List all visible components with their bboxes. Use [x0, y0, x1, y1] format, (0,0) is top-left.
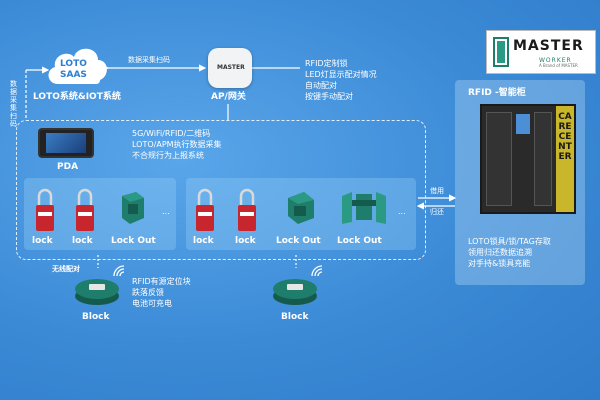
lock-label: lock — [32, 236, 53, 246]
lock-label: lock — [193, 236, 214, 246]
wifi-icon — [113, 265, 125, 277]
cabinet-door — [534, 112, 552, 206]
logo-tagline: A Brand of MASTER — [539, 63, 578, 68]
lockout-device-icon — [122, 192, 144, 224]
cabinet-title: RFID -智能柜 — [468, 88, 526, 98]
logo-name: MASTER — [513, 38, 584, 54]
lockout-device-icon — [288, 192, 314, 224]
cabinet-feature: 对手持&锁具充能 — [468, 259, 531, 268]
system-boundary — [16, 120, 426, 260]
padlock-icon — [76, 188, 94, 231]
logo-sub: WORKER — [539, 57, 572, 64]
gateway-caption: AP/网关 — [211, 92, 246, 102]
cabinet-side-text: CARE CENTER — [558, 112, 572, 162]
pda-feature: LOTO/APM执行数据采集 — [132, 140, 222, 149]
ellipsis: ... — [398, 207, 406, 216]
lock-label: lock — [72, 236, 93, 246]
pda-feature: 5G/WiFi/RFID/二维码 — [132, 129, 211, 138]
pda-feature: 不合规行为上报系统 — [132, 151, 204, 160]
cabinet-feature: LOTO锁具/锁/TAG存取 — [468, 237, 551, 246]
cloud-line1: LOTO — [60, 59, 87, 69]
lockout-label: Lock Out — [111, 236, 156, 246]
padlock-icon — [36, 188, 54, 231]
block-features: RFID有源定位块 跌落反馈 电池可充电 — [132, 276, 191, 309]
brand-logo: MASTER WORKER A Brand of MASTER — [486, 30, 596, 74]
padlock-icon — [238, 188, 256, 231]
pda-device — [38, 128, 94, 158]
arrow-label-return: 归还 — [430, 208, 444, 216]
smart-cabinet: CARE CENTER — [480, 104, 576, 214]
lockout-label: Lock Out — [276, 236, 321, 246]
gateway-feature: LED灯显示配对情况 — [305, 70, 377, 79]
gateway-features: RFID定制锁 LED灯显示配对情况 自动配对 按键手动配对 — [305, 58, 377, 102]
lock-label: lock — [235, 236, 256, 246]
block-device-icon — [75, 279, 119, 305]
cabinet-screen — [516, 114, 530, 134]
cloud-line2: SAAS — [60, 70, 87, 80]
door-logo-icon — [493, 37, 509, 67]
gateway-feature: 自动配对 — [305, 81, 337, 90]
lockout-label: Lock Out — [337, 236, 382, 246]
pda-screen — [46, 133, 86, 153]
block-caption: Block — [82, 312, 110, 322]
arrow-label-data-scan-vertical: 数据采集扫码 — [10, 80, 17, 128]
cabinet-features: LOTO锁具/锁/TAG存取 领用归还数据追溯 对手持&锁具充能 — [468, 236, 551, 269]
arrow-label-wireless: 无线配对 — [52, 265, 80, 273]
block-caption: Block — [281, 312, 309, 322]
gateway-feature: RFID定制锁 — [305, 59, 348, 68]
pda-caption: PDA — [57, 162, 79, 172]
lockout-device-icon — [342, 192, 386, 224]
padlock-icon — [196, 188, 214, 231]
block-feature: 跌落反馈 — [132, 288, 164, 297]
cabinet-feature: 领用归还数据追溯 — [468, 248, 532, 257]
ellipsis: ... — [162, 207, 170, 216]
gateway-brand: MASTER — [217, 64, 245, 71]
cloud-icon — [48, 48, 107, 84]
arrow-label-borrow: 借用 — [430, 187, 444, 195]
gateway-device: MASTER — [208, 48, 252, 88]
arrow-label-data-scan: 数据采集扫码 — [128, 56, 170, 64]
block-device-icon — [273, 279, 317, 305]
block-feature: 电池可充电 — [132, 299, 172, 308]
gateway-feature: 按键手动配对 — [305, 92, 353, 101]
block-feature: RFID有源定位块 — [132, 277, 191, 286]
pda-features: 5G/WiFi/RFID/二维码 LOTO/APM执行数据采集 不合规行为上报系… — [132, 128, 222, 161]
cloud-caption: LOTO系统&IOT系统 — [33, 92, 121, 102]
cabinet-door — [486, 112, 512, 206]
wifi-icon — [311, 265, 323, 277]
cabinet-side-strip — [556, 106, 574, 212]
